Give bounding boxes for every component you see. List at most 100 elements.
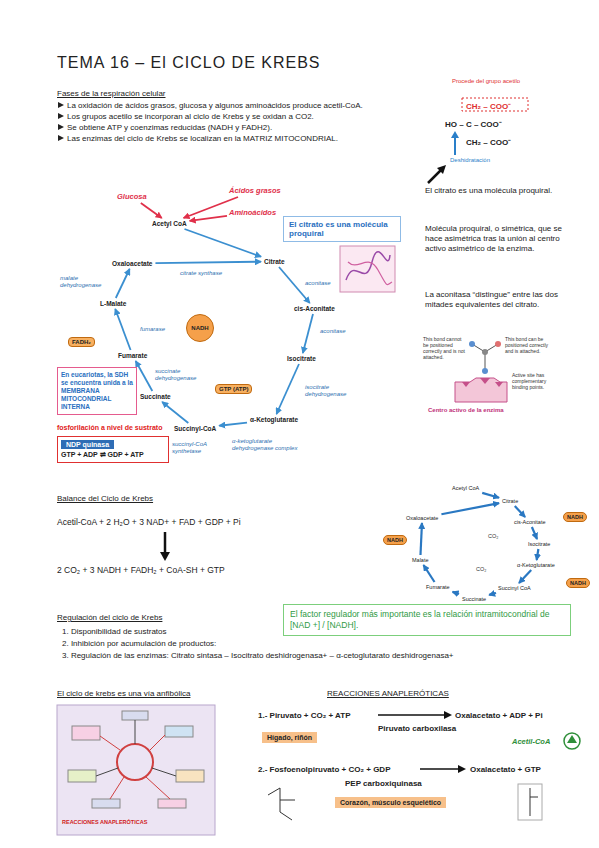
node-text: El citrato es una molécula proquiral bbox=[289, 220, 395, 238]
figure-ground bbox=[57, 705, 215, 835]
node-text: NDP quinasa bbox=[61, 440, 114, 449]
cycle-arrow bbox=[515, 506, 525, 517]
balance-arrow bbox=[164, 532, 167, 553]
bond bbox=[530, 797, 538, 798]
amphibolic-figure bbox=[57, 705, 215, 835]
node-text: FADH₂ bbox=[72, 339, 91, 345]
binding-point bbox=[462, 382, 470, 387]
node-text: Succinate bbox=[140, 393, 171, 400]
section-heading: Balance del Ciclo de Krebs bbox=[57, 494, 153, 503]
mini-box bbox=[72, 726, 100, 740]
mini-box bbox=[122, 711, 148, 720]
dehydration-arrow bbox=[454, 136, 456, 155]
mini-box bbox=[92, 799, 120, 808]
pointer-arrow bbox=[428, 170, 441, 183]
source-label: Glucosa bbox=[116, 191, 148, 202]
node-text: Oxaloacetate bbox=[112, 260, 152, 267]
cycle-arrow bbox=[441, 503, 499, 514]
node-text: Acetyl CoA bbox=[152, 220, 187, 227]
formula-line: CH₂ – COO⁻ bbox=[466, 136, 511, 147]
image-frame bbox=[340, 246, 395, 292]
node-text: GTP (ATP) bbox=[219, 386, 248, 392]
arrow-head bbox=[437, 165, 446, 174]
node-text: Acetyl CoA bbox=[452, 485, 479, 491]
cycle-arrow bbox=[136, 361, 153, 391]
list-item: 1. Disponibilidad de sustratos bbox=[62, 626, 167, 637]
node-text: NADH bbox=[387, 537, 403, 543]
cycle-arrow bbox=[185, 229, 261, 257]
annotation: Procede del grupo acetilo bbox=[452, 78, 520, 84]
mini-box bbox=[165, 726, 193, 737]
atom bbox=[482, 349, 488, 355]
metabolite: Succinate bbox=[138, 392, 173, 401]
coenzyme-circle: NADH bbox=[186, 314, 214, 342]
active-site bbox=[455, 378, 507, 402]
figure-note: This bond can be positioned correctly an… bbox=[505, 336, 555, 354]
bond bbox=[530, 788, 531, 816]
node-text: El factor regulador más importante es la… bbox=[290, 609, 564, 631]
node-text: Fumarate bbox=[426, 584, 450, 590]
metabolite: Acetyl CoA bbox=[450, 484, 481, 492]
cycle-arrow bbox=[303, 314, 313, 353]
enzyme-name: succinate dehydrogenase bbox=[155, 368, 203, 382]
section-heading: Fases de la respiración celular bbox=[57, 89, 166, 98]
node-text: Glucosa bbox=[117, 192, 147, 201]
figure-note: Active site has complementary binding po… bbox=[512, 372, 560, 390]
enzyme-name: isocitrate dehydrogenase bbox=[305, 384, 365, 398]
atom bbox=[469, 341, 475, 347]
reaction-text: 1.- Piruvato + CO₂ + ATP bbox=[258, 711, 350, 720]
mini-line bbox=[146, 777, 170, 799]
node-text: NADH bbox=[567, 514, 583, 520]
enzyme-box: NDP quinasaGTP + ADP ⇌ GDP + ATP bbox=[57, 436, 169, 463]
enzyme-name: citrate synthase bbox=[180, 270, 222, 277]
reaction-text: Oxalacetato + ADP + Pi bbox=[455, 711, 543, 720]
node-text: Oxaloacetate bbox=[406, 515, 438, 521]
enzyme-name: aconitase bbox=[305, 280, 331, 287]
cycle-arrow bbox=[277, 364, 299, 414]
protein-chain bbox=[348, 262, 392, 285]
paragraph: Molécula proquiral, o simétrica, que se … bbox=[425, 224, 575, 254]
arrow-head bbox=[160, 552, 170, 561]
atom bbox=[495, 341, 501, 347]
mini-line bbox=[110, 777, 124, 799]
paragraph: El citrato es una molécula proquiral. bbox=[425, 186, 575, 196]
metabolite: L-Malate bbox=[98, 299, 128, 308]
reaction-arrow bbox=[420, 768, 460, 770]
binding-point bbox=[495, 382, 503, 387]
callout-box: El citrato es una molécula proquiral bbox=[283, 216, 401, 242]
annotation: fosforilación a nivel de sustrato bbox=[57, 424, 162, 431]
reaction-arrow bbox=[378, 714, 446, 716]
metabolite: Citrate bbox=[500, 497, 520, 505]
metabolite: Oxaloacetate bbox=[404, 514, 440, 522]
mini-line bbox=[96, 768, 118, 776]
node-text: Malate bbox=[412, 557, 429, 563]
metabolite: Fumarate bbox=[116, 351, 149, 360]
metabolite: Succinyl CoA bbox=[496, 584, 533, 592]
activation-icon bbox=[564, 733, 580, 749]
cycle-arrow bbox=[115, 309, 130, 350]
cycle-arrow bbox=[519, 570, 531, 583]
cycle-arrow bbox=[219, 423, 247, 426]
bullet-text: Los grupos acetilo se incorporan al cicl… bbox=[67, 112, 314, 121]
tissue-tag: Hígado, riñón bbox=[262, 732, 317, 743]
highlight-box: El factor regulador más importante es la… bbox=[283, 604, 571, 636]
node-text: Fumarate bbox=[118, 352, 147, 359]
bond bbox=[280, 812, 292, 820]
metabolite: Acetyl CoA bbox=[150, 219, 189, 228]
mini-line bbox=[135, 720, 136, 744]
structure-frame bbox=[518, 784, 542, 820]
paragraph: La aconitasa “distingue” entre las dos m… bbox=[425, 290, 575, 310]
tissue-tag: Corazón, músculo esquelético bbox=[335, 797, 446, 808]
node-text: Ácidos grasos bbox=[229, 186, 281, 195]
reaction-text: 2.- Fosfoenolpiruvato + CO₂ + GDP bbox=[258, 765, 390, 774]
figure-caption: REACCIONES ANAPLERÓTICAS bbox=[62, 819, 147, 825]
metabolite: cis-Aconitate bbox=[512, 518, 548, 526]
metabolite: Isocitrate bbox=[285, 354, 318, 363]
regulator-label: Acetil-CoA bbox=[512, 737, 550, 746]
source-label: Ácidos grasos bbox=[228, 185, 282, 196]
list-item: 3. Regulación de las enzimas: Citrato si… bbox=[62, 650, 542, 661]
reaction-text: Piruvato carboxilasa bbox=[378, 724, 456, 733]
binding-point bbox=[480, 378, 490, 384]
up-arrow bbox=[567, 735, 577, 743]
enzyme-name: fumarase bbox=[140, 326, 165, 333]
